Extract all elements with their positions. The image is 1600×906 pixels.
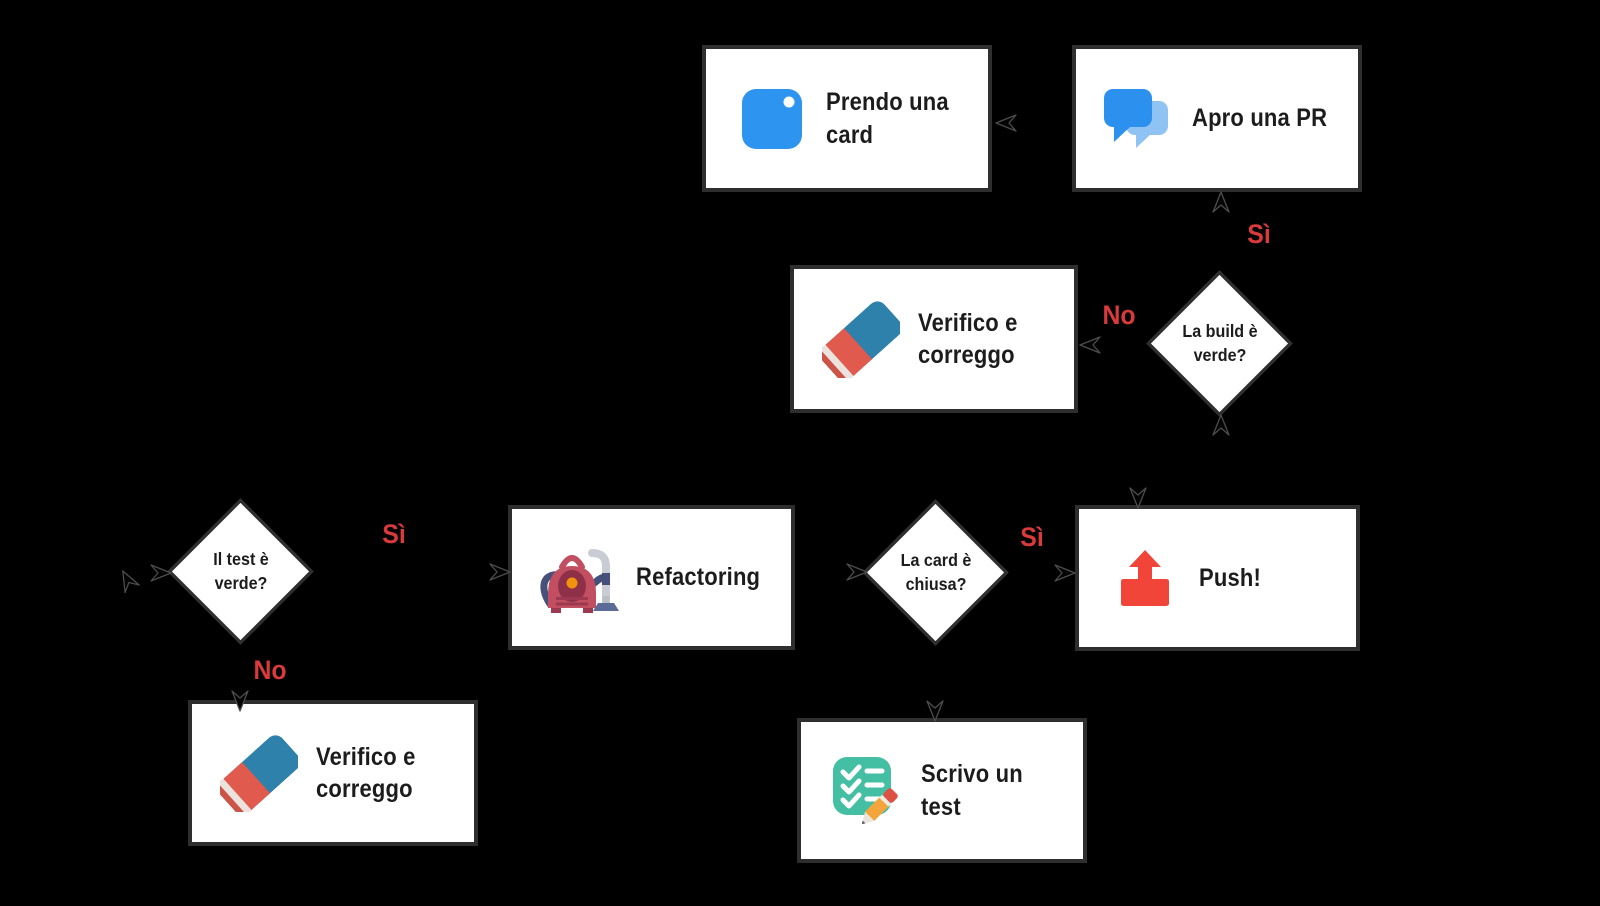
edge-label-test-no: No	[253, 655, 287, 685]
arrowhead-into-push-left	[1053, 560, 1079, 586]
node-label: Refactoring	[636, 563, 761, 592]
arrowhead-into-refactoring	[488, 559, 514, 585]
node-refactoring: Refactoring	[508, 505, 795, 650]
edge-label-card-si: Sì	[1020, 522, 1044, 552]
node-label: Prendo una card	[826, 88, 949, 149]
checklist-icon	[833, 756, 898, 824]
node-prendo-una-card: Prendo una card	[702, 45, 992, 192]
arrowhead-into-scrivo	[922, 699, 948, 725]
arrowhead-into-apro	[1208, 188, 1234, 214]
card-icon	[742, 88, 802, 149]
node-scrivo-un-test: Scrivo un test	[797, 718, 1087, 863]
decision-label: La build è verde?	[1182, 321, 1258, 365]
edge-label-build-no: No	[1102, 300, 1136, 330]
eraser-icon	[220, 734, 298, 812]
arrowhead-into-push-top	[1125, 486, 1151, 512]
node-label: Apro una PR	[1192, 104, 1328, 133]
vacuum-icon	[540, 548, 619, 613]
edge-label-test-si: Sì	[382, 519, 406, 549]
arrowhead-into-card-diamond	[845, 559, 871, 585]
node-label: Push!	[1199, 563, 1261, 592]
arrowhead-left-of-test-diamond	[109, 561, 144, 596]
node-label: Verifico e correggo	[918, 308, 1018, 370]
node-label: Verifico e correggo	[316, 742, 416, 804]
arrowhead-into-test-diamond	[149, 560, 175, 586]
decision-label: Il test è verde?	[213, 549, 269, 593]
node-apro-una-pr: Apro una PR	[1072, 45, 1362, 192]
arrowhead-into-build-diamond	[1208, 411, 1234, 437]
eraser-icon	[822, 300, 900, 378]
push-icon	[1121, 550, 1169, 606]
decision-label: La card è chiusa?	[900, 550, 972, 594]
arrowhead-into-prendo	[992, 110, 1018, 136]
arrowhead-into-verifico-bottom	[227, 689, 253, 715]
node-verifico-e-correggo-mid: Verifico e correggo	[790, 265, 1078, 413]
chat-icon	[1104, 88, 1168, 148]
arrowhead-into-verifico-mid	[1076, 332, 1102, 358]
node-label: Scrivo un test	[921, 760, 1023, 821]
node-verifico-e-correggo-bottom: Verifico e correggo	[188, 700, 478, 846]
node-push: Push!	[1075, 505, 1360, 651]
edge-label-build-si: Sì	[1247, 219, 1271, 249]
